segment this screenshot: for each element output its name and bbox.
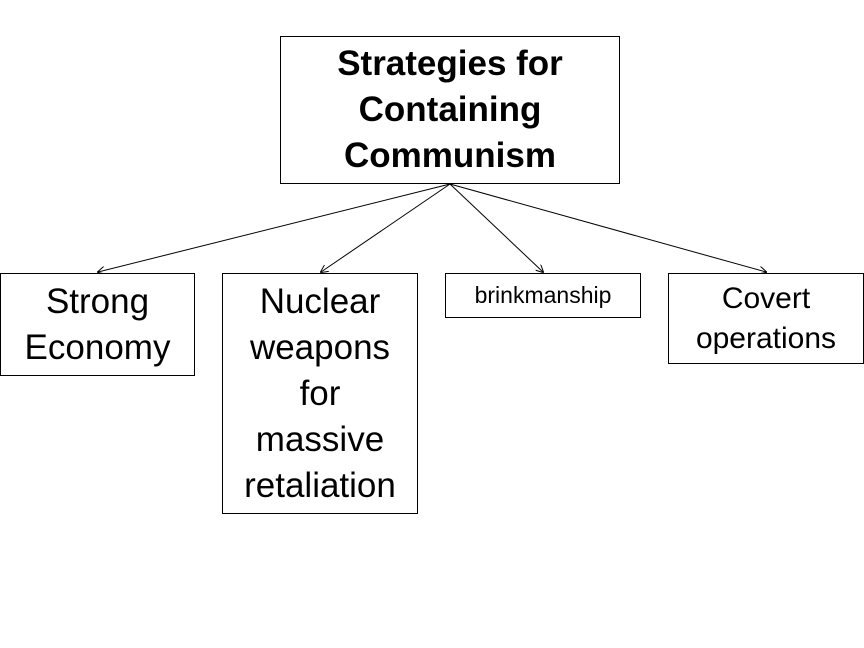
nuclear-line-2: weapons [249,328,391,367]
nuclear-line-4: massive [255,420,385,459]
child-node-strong-economy: Strong Economy [0,273,195,376]
child-node-nuclear-weapons: Nuclear weapons for massive retaliation [222,273,418,514]
nuclear-line-5: retaliation [244,466,396,505]
arrow-to-covert-operations [449,183,766,272]
root-label-line-1: Strategies for [337,44,563,83]
covert-line-2: operations [695,321,837,355]
nuclear-line-3: for [299,374,341,413]
arrow-to-brinkmanship [449,183,543,272]
covert-line-1: Covert [721,281,811,315]
strong-economy-label: Strong Economy [25,279,171,371]
brinkmanship-label: brinkmanship [475,280,612,310]
brinkmanship-line-1: brinkmanship [474,282,612,308]
nuclear-weapons-label: Nuclear weapons for massive retaliation [244,279,396,509]
covert-operations-label: Covert operations [696,279,836,359]
arrow-to-nuclear-weapons [321,183,451,272]
root-label-line-3: Communism [344,136,556,175]
child-node-brinkmanship: brinkmanship [445,273,641,318]
root-label-line-2: Containing [358,90,542,129]
root-node-strategies: Strategies for Containing Communism [280,36,620,184]
strong-economy-line-2: Economy [24,327,171,367]
strong-economy-line-1: Strong [45,281,150,321]
nuclear-line-1: Nuclear [259,282,381,321]
arrow-to-strong-economy [98,183,451,272]
root-node-label: Strategies for Containing Communism [337,41,563,179]
child-node-covert-operations: Covert operations [668,273,864,364]
